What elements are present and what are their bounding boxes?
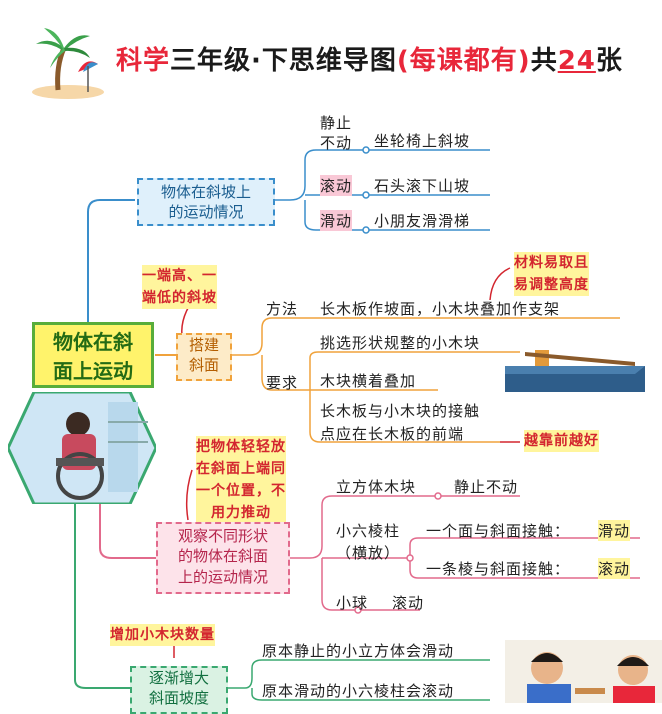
branch-build-slope[interactable]: 搭建 斜面	[176, 333, 232, 381]
example-slide: 小朋友滑滑梯	[374, 210, 470, 231]
branch-observe-line3: 上的运动情况	[158, 567, 288, 587]
branch-build-slope-line1: 搭建	[178, 335, 230, 355]
main-topic-line1: 物体在斜	[35, 328, 151, 357]
note-place-line2: 在斜面上端同	[196, 458, 286, 480]
requirement-contact-1: 长木板与小木块的接触	[320, 400, 480, 421]
hex-face-contact: 一个面与斜面接触：	[426, 520, 570, 541]
type-rolling: 滚动	[320, 175, 352, 196]
result-cube-slides: 原本静止的小立方体会滑动	[262, 640, 454, 661]
ball-label: 小球	[336, 592, 368, 613]
hex-face-result: 滑动	[598, 520, 630, 541]
note-slope-line1: 一端高、一	[142, 265, 217, 287]
note-material-line1: 材料易取且	[514, 252, 589, 274]
branch-increase-line1: 逐渐增大	[132, 668, 226, 688]
requirement-label: 要求	[266, 372, 298, 393]
note-place-line1: 把物体轻轻放	[196, 436, 286, 458]
hex-edge-contact: 一条棱与斜面接触：	[426, 558, 570, 579]
ball-result: 滚动	[392, 592, 424, 613]
requirement-shape: 挑选形状规整的小木块	[320, 332, 480, 353]
main-topic-node[interactable]: 物体在斜 面上运动	[32, 322, 154, 388]
type-static-line1: 静止	[320, 113, 352, 133]
branch-observe-line2: 的物体在斜面	[158, 546, 288, 566]
wheelchair-ramp-photo	[8, 392, 156, 504]
cube-label: 立方体木块	[336, 476, 416, 497]
cube-result: 静止不动	[454, 476, 518, 497]
branch-increase-slope[interactable]: 逐渐增大 斜面坡度	[130, 666, 228, 714]
hex-prism-label: 小六棱柱 （横放）	[336, 520, 400, 564]
method-text: 长木板作坡面，小木块叠加作支架	[320, 298, 560, 319]
note-material-line2: 易调整高度	[514, 274, 589, 296]
result-prism-rolls: 原本滑动的小六棱柱会滚动	[262, 680, 454, 701]
example-wheelchair: 坐轮椅上斜坡	[374, 130, 470, 151]
note-add-blocks: 增加小木块数量	[110, 624, 215, 646]
method-label: 方法	[266, 298, 298, 319]
note-material: 材料易取且 易调整高度	[514, 252, 589, 296]
type-static: 静止 不动	[320, 113, 352, 153]
students-photo	[505, 640, 662, 703]
branch-build-slope-line2: 斜面	[178, 355, 230, 375]
note-front-end: 越靠前越好	[524, 430, 599, 452]
requirement-contact-2: 点应在长木板的前端	[320, 423, 464, 444]
example-rock: 石头滚下山坡	[374, 175, 470, 196]
branch-slope-motion-line1: 物体在斜坡上	[139, 182, 273, 202]
note-place-line3: 一个位置，不	[196, 480, 286, 502]
hex-edge-result: 滚动	[598, 558, 630, 579]
branch-increase-line2: 斜面坡度	[132, 688, 226, 708]
hex-prism-line1: 小六棱柱	[336, 520, 400, 542]
note-slope-definition: 一端高、一 端低的斜坡	[142, 265, 217, 309]
requirement-stack: 木块横着叠加	[320, 370, 416, 391]
type-static-line2: 不动	[320, 133, 352, 153]
note-place-line4: 用力推动	[196, 502, 286, 524]
ramp-illustration	[505, 336, 645, 392]
branch-slope-motion-line2: 的运动情况	[139, 202, 273, 222]
note-slope-line2: 端低的斜坡	[142, 287, 217, 309]
branch-observe-shapes[interactable]: 观察不同形状 的物体在斜面 上的运动情况	[156, 522, 290, 594]
note-place-gently: 把物体轻轻放 在斜面上端同 一个位置，不 用力推动	[196, 436, 286, 524]
hex-prism-line2: （横放）	[336, 542, 400, 564]
branch-slope-motion[interactable]: 物体在斜坡上 的运动情况	[137, 178, 275, 226]
type-sliding: 滑动	[320, 210, 352, 231]
main-topic-line2: 面上运动	[35, 357, 151, 386]
branch-observe-line1: 观察不同形状	[158, 526, 288, 546]
